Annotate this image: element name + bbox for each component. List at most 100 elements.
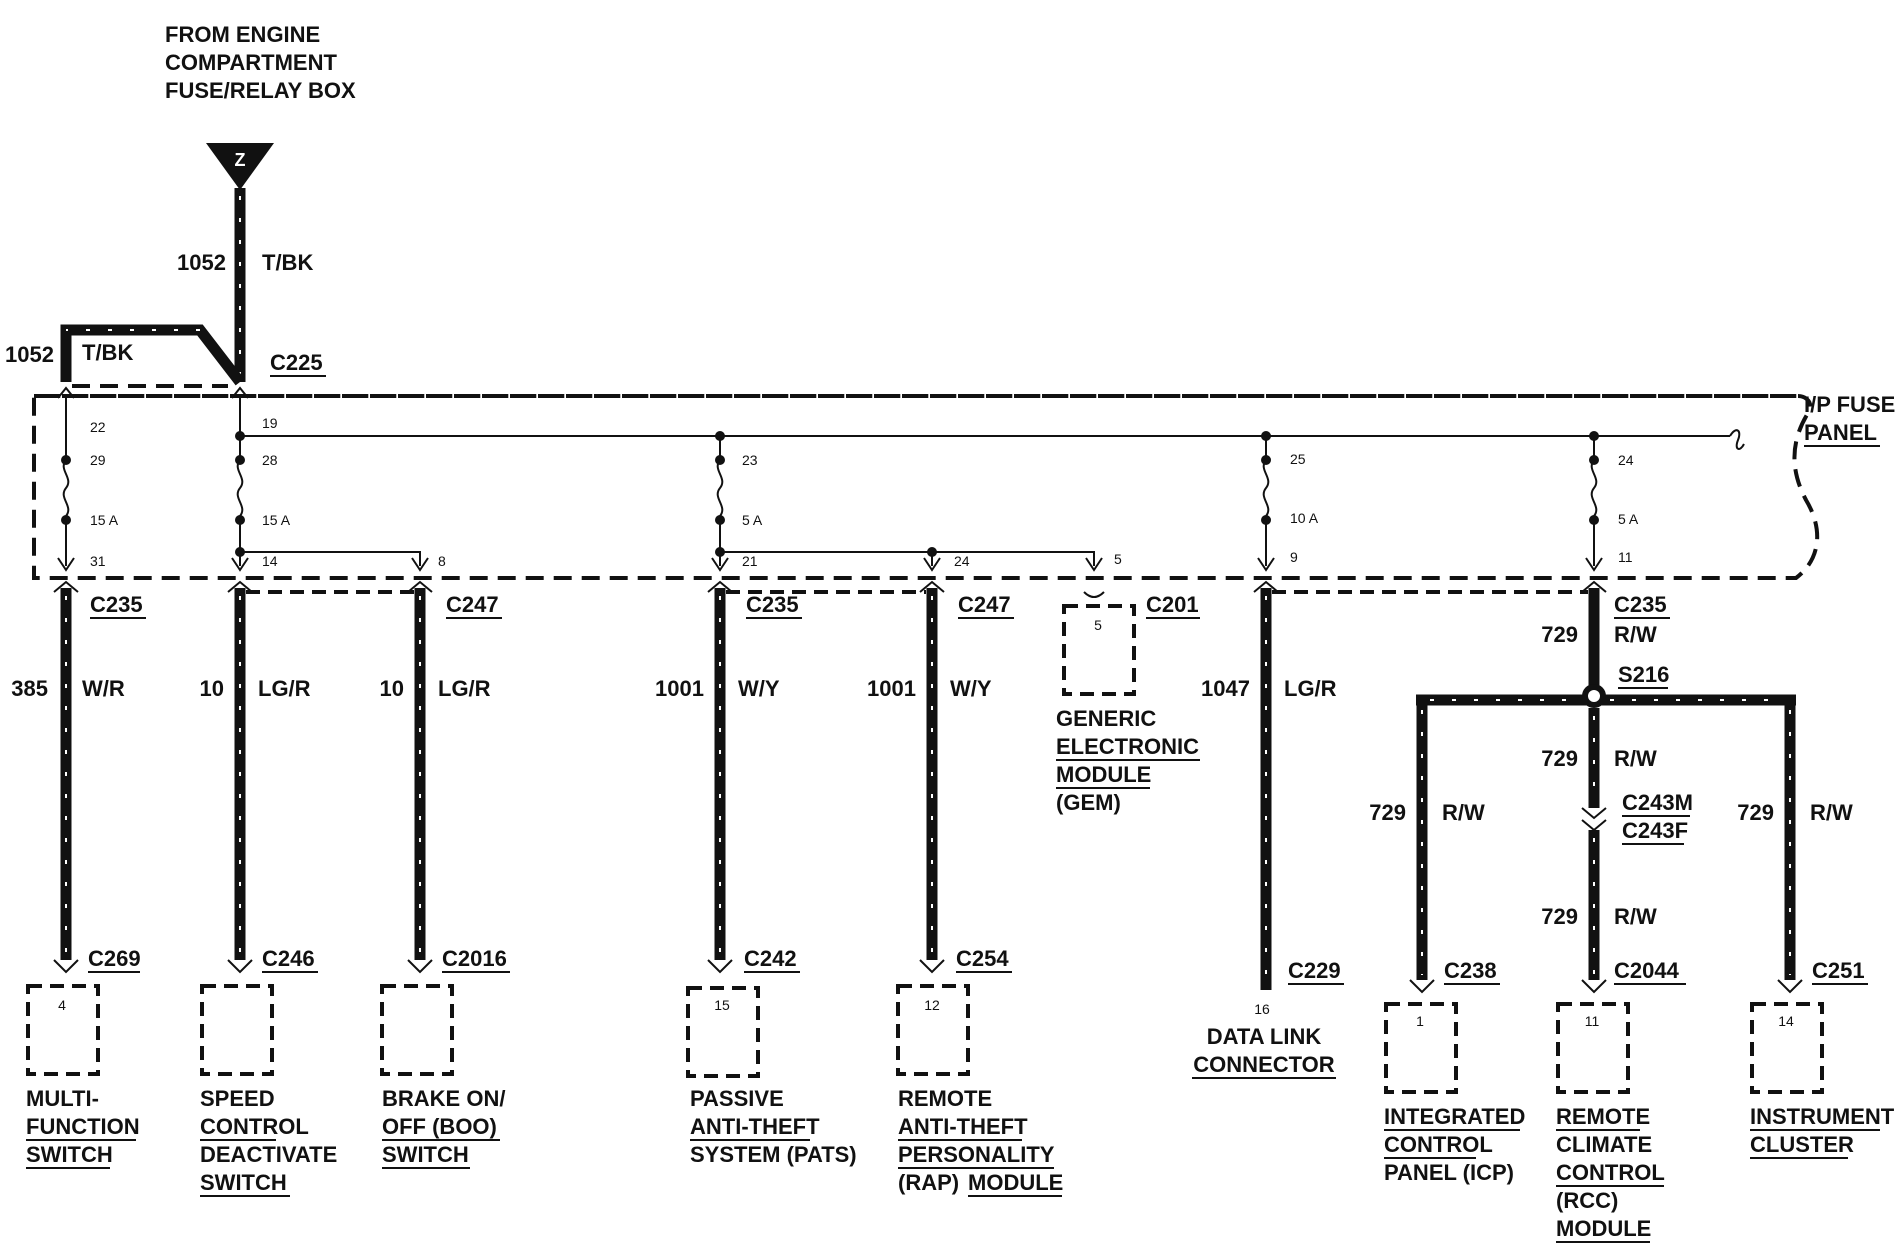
icp-name-1: INTEGRATED <box>1384 1104 1525 1129</box>
component-name-3: SWITCH <box>26 1142 113 1167</box>
cluster-connector-label: C251 <box>1812 958 1865 983</box>
connector-label-top: C235 <box>1614 592 1667 617</box>
arrow <box>407 959 433 974</box>
component-name-2: OFF (BOO) <box>382 1114 497 1139</box>
component-name-3: PERSONALITY <box>898 1142 1055 1167</box>
component-pin: 15 <box>714 997 730 1013</box>
arrow <box>227 959 253 974</box>
component-box <box>200 984 274 1076</box>
component-name-3: SYSTEM (PATS) <box>690 1142 857 1167</box>
connector-label-top: C247 <box>446 592 499 617</box>
feed-jumper-color: T/BK <box>82 340 133 365</box>
connector-label-bottom: C246 <box>262 946 315 971</box>
fuse-element <box>716 459 724 517</box>
branch-data-link-connector: 1047 LG/R C229 16 DATA LINK CONNECTOR <box>1192 580 1344 1079</box>
arrow <box>53 580 79 593</box>
fuse-4-pin-out: 9 <box>1290 549 1298 565</box>
component-name-1: MULTI- <box>26 1086 99 1111</box>
inline-connector-female <box>1581 819 1607 832</box>
arrow <box>1585 557 1603 572</box>
bus-tap-dot <box>235 431 245 441</box>
fuse-2-pin-mid: 28 <box>262 452 278 468</box>
fuse-4-pin-mid: 25 <box>1290 451 1306 467</box>
cluster-color: R/W <box>1810 800 1853 825</box>
arrow <box>919 580 945 593</box>
arrow <box>707 580 733 593</box>
trunk-color: R/W <box>1614 622 1657 647</box>
component-pin: 5 <box>1094 617 1102 633</box>
component-name-4: SWITCH <box>200 1170 287 1195</box>
fuse-3-rating: 5 A <box>742 512 763 528</box>
rcc-name-3: CONTROL <box>1556 1160 1665 1185</box>
fuse-3-pin-mid: 23 <box>742 452 758 468</box>
pin-24: 24 <box>954 553 970 569</box>
component-name-2: CONNECTOR <box>1193 1052 1334 1077</box>
cluster-name-1: INSTRUMENT <box>1750 1104 1895 1129</box>
connector-label-top: C235 <box>746 592 799 617</box>
component-name-3: DEACTIVATE <box>200 1142 337 1167</box>
icp-circuit: 729 <box>1369 800 1406 825</box>
circuit-number: 1047 <box>1201 676 1250 701</box>
feed-jumper-circuit: 1052 <box>5 342 54 367</box>
component-name-3: SWITCH <box>382 1142 469 1167</box>
branch-passive-anti-theft-system: C235 1001 W/Y C242 15 PASSIVE ANTI-THEFT… <box>655 580 857 1167</box>
rcc-component-box <box>1556 1002 1630 1094</box>
pin-5: 5 <box>1114 551 1122 567</box>
fuse-2-rating: 15 A <box>262 512 291 528</box>
fuse-1-rating: 15 A <box>90 512 119 528</box>
arrow <box>57 557 75 572</box>
component-name-1: PASSIVE <box>690 1086 784 1111</box>
component-box <box>1062 604 1136 696</box>
feed-main-circuit: 1052 <box>177 250 226 275</box>
circuit-number: 1001 <box>867 676 916 701</box>
arrow <box>919 959 945 974</box>
connector-label-bottom: C229 <box>1288 958 1341 983</box>
fuse-4-rating: 10 A <box>1290 510 1319 526</box>
fuse-5-pin-mid: 24 <box>1618 452 1634 468</box>
gem-name-3: MODULE <box>1056 762 1151 787</box>
branch-multi-function-switch: C235 385 W/R C269 4 MULTI- FUNCTION SWIT… <box>11 580 146 1169</box>
generic-electronic-module: C201 5 GENERIC ELECTRONIC MODULE (GEM) <box>1056 591 1200 815</box>
trunk-circuit: 729 <box>1541 622 1578 647</box>
arrow <box>923 557 941 572</box>
icp-color: R/W <box>1442 800 1485 825</box>
splice-label: S216 <box>1618 662 1669 687</box>
fuse-1-pin-out: 31 <box>90 553 106 569</box>
wire-color: W/R <box>82 676 125 701</box>
component-name-2: ANTI-THEFT <box>690 1114 820 1139</box>
component-name-2: ANTI-THEFT <box>898 1114 1028 1139</box>
component-box <box>896 984 970 1076</box>
connector-label-top: C247 <box>958 592 1011 617</box>
component-box <box>26 984 100 1076</box>
arrow <box>1777 979 1803 994</box>
fuse-5: 24 5 A 11 <box>1585 431 1639 572</box>
circuit-number: 385 <box>11 676 48 701</box>
fuse-1-pin-in: 22 <box>90 419 106 435</box>
fuse-1: 22 29 15 A 31 <box>57 398 119 572</box>
component-name-4: (RAP) <box>898 1170 959 1195</box>
component-name-2: CONTROL <box>200 1114 309 1139</box>
feed-main-color: T/BK <box>262 250 313 275</box>
source-line-3: FUSE/RELAY BOX <box>165 78 356 103</box>
arrow <box>707 959 733 974</box>
connector-label-bottom: C254 <box>956 946 1009 971</box>
icp-name-3: PANEL (ICP) <box>1384 1160 1514 1185</box>
arrow <box>1409 979 1435 994</box>
wire-color: LG/R <box>438 676 491 701</box>
arrow <box>407 580 433 593</box>
fuse-2-pin-in: 19 <box>262 415 278 431</box>
component-name-1: DATA LINK <box>1207 1024 1322 1049</box>
connector-label-top: C235 <box>90 592 143 617</box>
arrow <box>1581 580 1607 593</box>
component-pin: 4 <box>58 997 66 1013</box>
branch-speed-control-deactivate-switch: 10 LG/R C246 SPEED CONTROL DEACTIVATE SW… <box>200 580 337 1197</box>
component-pin: 12 <box>924 997 940 1013</box>
gem-name-2: ELECTRONIC <box>1056 734 1199 759</box>
circuit-number: 10 <box>200 676 224 701</box>
fuse-element <box>236 459 244 517</box>
fuse-2: 19 28 15 A 14 <box>231 398 291 572</box>
icp-pin: 1 <box>1416 1013 1424 1029</box>
connector-label-bottom: C269 <box>88 946 141 971</box>
wire-color: LG/R <box>258 676 311 701</box>
